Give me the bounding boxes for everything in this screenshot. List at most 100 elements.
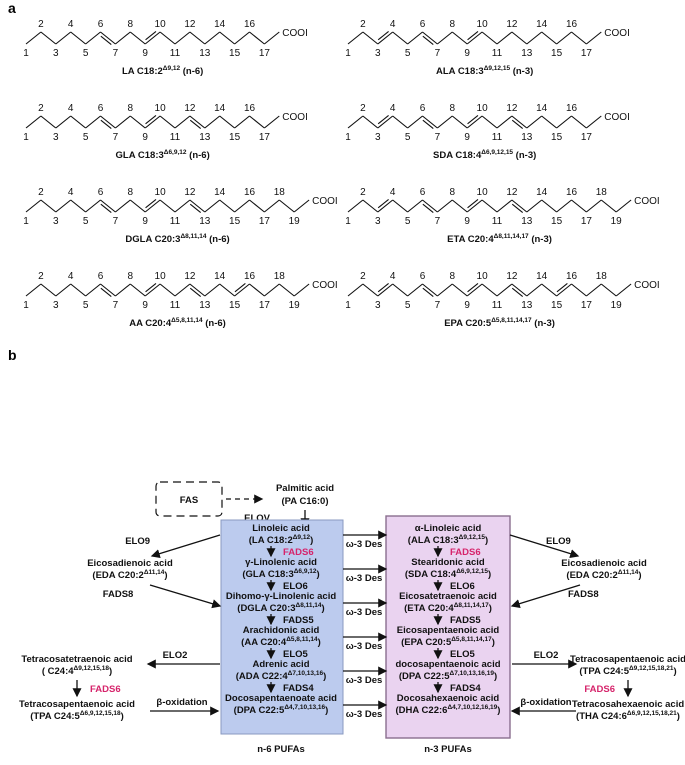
carbon-number: 17	[259, 48, 271, 59]
n6-enzyme-3: ELO5	[283, 649, 309, 660]
carbon-number: 18	[274, 187, 286, 198]
carbon-number: 13	[521, 48, 533, 59]
carbon-number: 6	[420, 271, 426, 282]
carbon-number: 7	[435, 132, 441, 143]
n6-enzyme-4: FADS4	[283, 683, 314, 694]
bond	[55, 115, 72, 129]
bond	[234, 283, 250, 297]
carbon-number: 17	[259, 300, 271, 311]
omega3-des-label-5: ω-3 Des	[346, 709, 383, 720]
carbon-number: 17	[581, 48, 593, 59]
carbon-number: 13	[199, 132, 211, 143]
double-bond	[511, 203, 524, 213]
carbon-number: 11	[170, 48, 181, 59]
bond	[392, 199, 408, 213]
double-bond	[189, 119, 202, 129]
bond	[526, 31, 543, 45]
n3-node-name-5: Docosahexaenoic acid	[397, 693, 500, 704]
omega3-des-label-4: ω-3 Des	[346, 675, 383, 686]
double-bond	[100, 203, 112, 213]
left-elo9: ELO9	[125, 536, 150, 547]
n3-enzyme-3: ELO5	[450, 649, 476, 660]
carbon-number: 5	[405, 300, 411, 311]
double-bond	[145, 31, 157, 41]
carbon-number: 6	[98, 19, 104, 30]
bond	[264, 283, 280, 297]
right-beta-oxidation: β-oxidation	[520, 697, 571, 708]
bond	[174, 199, 191, 213]
pathway-arrow	[510, 584, 581, 609]
bond	[25, 199, 42, 213]
structure-caption: SDA C18:4Δ6,9,12,15 (n-3)	[433, 149, 536, 161]
bond	[40, 283, 57, 297]
n3-node-name-1: Stearidonic acid	[411, 557, 485, 568]
carbon-number: 5	[83, 48, 89, 59]
carbon-number: 10	[477, 271, 489, 282]
node-pa-formula: (PA C16:0)	[282, 496, 329, 507]
double-bond	[467, 115, 479, 125]
bond	[615, 199, 632, 213]
bond	[586, 115, 602, 129]
carbon-number: 2	[360, 103, 366, 114]
n6-node-formula-4: (ADA C22:4Δ7,10,13,16)	[236, 670, 327, 682]
bond	[362, 115, 379, 129]
carbon-number: 7	[435, 48, 441, 59]
carbon-number: 13	[521, 300, 533, 311]
double-bond	[145, 115, 157, 125]
bond	[526, 115, 543, 129]
carbon-number: 1	[23, 216, 29, 227]
double-bond	[100, 287, 112, 297]
carbon-number: 7	[435, 216, 441, 227]
carbon-number: 16	[244, 19, 256, 30]
carbon-number: 6	[98, 271, 104, 282]
bond	[249, 31, 265, 45]
structure-caption: DGLA C20:3Δ8,11,14 (n-6)	[125, 233, 229, 245]
carbon-number: 11	[492, 132, 503, 143]
double-bond	[511, 287, 524, 297]
carbon-number: 10	[477, 187, 489, 198]
bond	[600, 283, 617, 297]
bond	[129, 199, 146, 213]
n6-node-name-4: Adrenic acid	[252, 659, 309, 670]
n6-node-formula-0: (LA C18:2Δ9,12)	[249, 534, 314, 546]
bond	[189, 31, 206, 45]
omega3-des-label-2: ω-3 Des	[346, 607, 383, 618]
n3-enzyme-0: FADS6	[450, 547, 481, 558]
bond	[204, 31, 221, 45]
carboxyl-label: COOI	[634, 196, 660, 207]
double-bond	[467, 199, 479, 209]
double-bond	[377, 283, 389, 293]
double-bond	[422, 35, 434, 45]
carbon-number: 7	[113, 216, 119, 227]
bond	[40, 31, 57, 45]
structure-caption: LA C18:2Δ9,12 (n-6)	[122, 65, 203, 77]
carbon-number: 3	[375, 48, 381, 59]
bond	[159, 31, 176, 45]
carbon-number: 3	[375, 216, 381, 227]
bond	[377, 115, 394, 129]
bond	[407, 115, 423, 129]
n3-box	[385, 515, 511, 739]
bond	[496, 31, 513, 45]
carbon-number: 12	[184, 19, 196, 30]
right-tpa-formula: (TPA C24:5Δ9,12,15,18,21)	[579, 665, 676, 677]
bond	[481, 199, 498, 213]
carbon-number: 3	[375, 300, 381, 311]
n6-node-name-1: γ-Linolenic acid	[245, 557, 317, 568]
carbon-number: 8	[450, 103, 456, 114]
bond	[481, 283, 498, 297]
carbon-number: 18	[596, 187, 608, 198]
n3-node-formula-5: (DHA C22:6Δ4,7,10,12,16,19)	[396, 704, 501, 716]
carbon-number: 3	[375, 132, 381, 143]
omega3-des-label-3: ω-3 Des	[346, 641, 383, 652]
bond	[264, 31, 280, 45]
carbon-number: 15	[229, 132, 241, 143]
bond	[466, 199, 483, 213]
right-tha-name: Tetracosahexaenoic acid	[572, 699, 684, 710]
carbon-number: 11	[492, 216, 503, 227]
right-tpa-name: Tetracosapentaenoic acid	[570, 654, 685, 665]
